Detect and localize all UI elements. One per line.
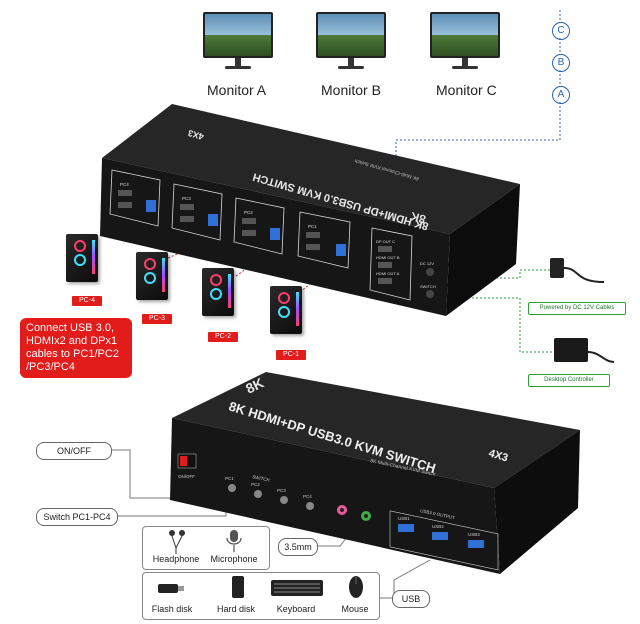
bottom-onoff-small: ON/OFF bbox=[178, 474, 195, 479]
monitor-a bbox=[203, 12, 273, 69]
audio-peripheral-box bbox=[142, 526, 270, 570]
controller-label: Desktop Controller bbox=[528, 374, 610, 387]
audio-callout: 3.5mm bbox=[278, 538, 318, 556]
monitor-c bbox=[430, 12, 500, 69]
monitor-screen bbox=[316, 12, 386, 58]
top-port-label-pc2: PC2 bbox=[244, 210, 253, 215]
top-port-label-dc: DC 12V bbox=[420, 261, 434, 266]
port-circle-b: B bbox=[552, 54, 570, 72]
top-port-label-dp-out: DP OUT C bbox=[376, 239, 395, 244]
power-adapter-icon bbox=[550, 258, 605, 283]
port-circle-a: A bbox=[552, 86, 570, 104]
bottom-pc2-label: PC2 bbox=[251, 482, 260, 487]
bottom-device-model: 4X3 bbox=[487, 447, 509, 464]
top-port-label-pc4: PC4 bbox=[120, 182, 129, 187]
hard-disk-icon bbox=[232, 576, 244, 598]
bottom-usb2-label: USB2 bbox=[432, 524, 444, 529]
microphone-label: Microphone bbox=[210, 554, 258, 564]
keyboard-icon bbox=[271, 580, 323, 596]
mouse-label: Mouse bbox=[341, 604, 369, 614]
power-label: Powered by DC 12V Cables bbox=[528, 302, 626, 315]
pc-tag-1: PC-1 bbox=[276, 350, 306, 360]
pc-tag-3: PC-3 bbox=[142, 314, 172, 324]
top-port-label-pc1: PC1 bbox=[308, 224, 317, 229]
usb-callout: USB bbox=[392, 590, 430, 608]
pc-tower-1 bbox=[270, 286, 302, 334]
top-device-model: 4X3 bbox=[187, 128, 205, 142]
bottom-switch-label: SWITCH bbox=[252, 474, 270, 483]
top-port-label-hdmi-out-b: HDMI OUT B bbox=[376, 255, 400, 260]
earphone-icon bbox=[169, 530, 185, 554]
bottom-pc3-label: PC3 bbox=[277, 488, 286, 493]
port-circle-c: C bbox=[552, 22, 570, 40]
top-port-label-pc3: PC3 bbox=[182, 196, 191, 201]
bottom-device-title: 8K HDMI+DP USB3.0 KVM SWITCH bbox=[227, 399, 437, 476]
monitor-screen bbox=[430, 12, 500, 58]
monitor-screen bbox=[203, 12, 273, 58]
pc-tower-3 bbox=[136, 252, 168, 300]
top-port-label-hdmi-out-a: HDMI OUT A bbox=[376, 271, 400, 276]
flash-disk-icon bbox=[158, 584, 184, 593]
pc-tower-2 bbox=[202, 268, 234, 316]
connect-note: Connect USB 3.0, HDMIx2 and DPx1 cables … bbox=[20, 318, 132, 378]
bottom-usb-output-label: USB3.0 OUTPUT bbox=[420, 508, 456, 520]
hard-disk-label: Hard disk bbox=[216, 604, 255, 614]
desktop-controller-icon bbox=[554, 338, 615, 363]
switch-pc-callout: Switch PC1-PC4 bbox=[36, 508, 118, 526]
monitor-a-label: Monitor A bbox=[207, 82, 267, 98]
top-device-logo: 8K bbox=[408, 209, 427, 227]
mouse-icon bbox=[349, 576, 363, 598]
pc-tag-2: PC-2 bbox=[208, 332, 238, 342]
usb-peripheral-box bbox=[142, 572, 380, 620]
bottom-usb3-label: USB3 bbox=[468, 532, 480, 537]
onoff-callout: ON/OFF bbox=[36, 442, 112, 460]
monitor-c-label: Monitor C bbox=[436, 82, 497, 98]
pc-tower-4 bbox=[66, 234, 98, 282]
bottom-pc4-label: PC4 bbox=[303, 494, 312, 499]
headphone-label: Headphone bbox=[152, 554, 200, 564]
monitor-b bbox=[316, 12, 386, 69]
bottom-usb1-label: USB1 bbox=[398, 516, 410, 521]
monitor-b-label: Monitor B bbox=[321, 82, 381, 98]
top-port-label-switch: SWITCH bbox=[420, 284, 436, 289]
bottom-device-logo: 8K bbox=[243, 374, 266, 396]
flash-disk-label: Flash disk bbox=[151, 604, 193, 614]
pc-tag-4: PC-4 bbox=[72, 296, 102, 306]
keyboard-label: Keyboard bbox=[276, 604, 316, 614]
microphone-icon bbox=[226, 530, 242, 552]
bottom-pc1-label: PC1 bbox=[225, 476, 234, 481]
